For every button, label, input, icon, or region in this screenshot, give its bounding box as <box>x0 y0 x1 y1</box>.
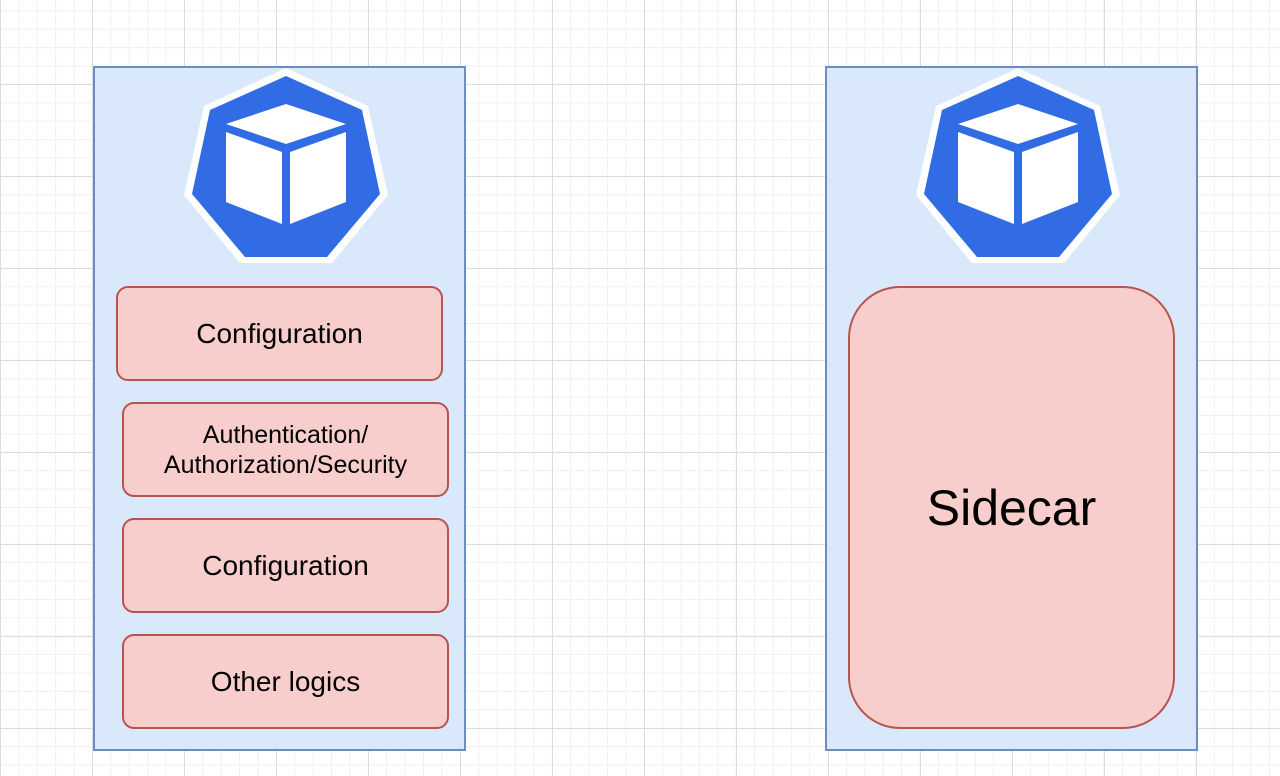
kubernetes-pod-icon <box>916 68 1120 263</box>
configuration-box[interactable]: Configuration <box>116 286 443 381</box>
auth-security-box[interactable]: Authentication/ Authorization/Security <box>122 402 449 497</box>
sidecar-box[interactable]: Sidecar <box>848 286 1175 729</box>
other-logics-box[interactable]: Other logics <box>122 634 449 729</box>
configuration-box[interactable]: Configuration <box>122 518 449 613</box>
kubernetes-pod-icon <box>184 68 388 263</box>
